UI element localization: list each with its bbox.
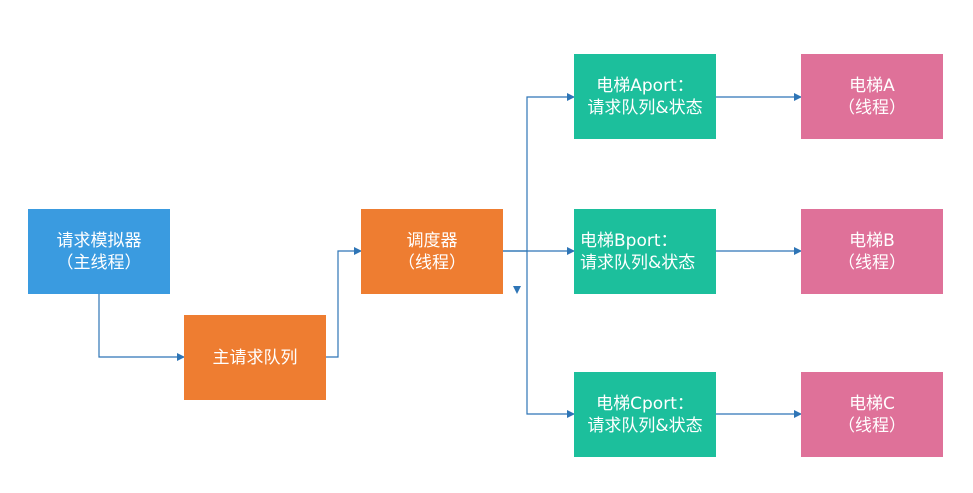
port-c-title: 电梯Cport： bbox=[596, 393, 694, 414]
port-b-subtitle: 请求队列&状态 bbox=[580, 252, 696, 273]
arrow-main-queue-to-scheduler bbox=[326, 247, 362, 358]
elevator-c-node: 电梯C （线程） bbox=[801, 372, 943, 457]
port-a-subtitle: 请求队列&状态 bbox=[587, 97, 703, 118]
port-c-node: 电梯Cport： 请求队列&状态 bbox=[574, 372, 716, 457]
simulator-subtitle: （主线程） bbox=[56, 252, 142, 273]
simulator-node: 请求模拟器 （主线程） bbox=[28, 209, 170, 294]
scheduler-subtitle: （线程） bbox=[398, 252, 466, 273]
scheduler-title: 调度器 bbox=[406, 230, 458, 251]
scheduler-node: 调度器 （线程） bbox=[361, 209, 503, 294]
main-queue-title: 主请求队列 bbox=[212, 347, 298, 368]
port-a-title: 电梯Aport： bbox=[596, 75, 694, 96]
arrow-scheduler-to-port-c bbox=[526, 251, 575, 418]
port-a-node: 电梯Aport： 请求队列&状态 bbox=[574, 54, 716, 139]
simulator-title: 请求模拟器 bbox=[56, 230, 142, 251]
elevator-a-node: 电梯A （线程） bbox=[801, 54, 943, 139]
elevator-a-subtitle: （线程） bbox=[838, 97, 906, 118]
arrow-scheduler-to-port-a bbox=[503, 93, 575, 252]
port-b-title: 电梯Bport： bbox=[580, 230, 678, 251]
elevator-b-title: 电梯B bbox=[849, 230, 895, 251]
port-c-subtitle: 请求队列&状态 bbox=[587, 415, 703, 436]
elevator-b-subtitle: （线程） bbox=[838, 252, 906, 273]
arrow-simulator-to-main-queue bbox=[98, 294, 185, 361]
elevator-b-node: 电梯B （线程） bbox=[801, 209, 943, 294]
elevator-a-title: 电梯A bbox=[849, 75, 895, 96]
elevator-c-subtitle: （线程） bbox=[838, 415, 906, 436]
stray-arrowhead bbox=[513, 286, 521, 294]
elevator-c-title: 电梯C bbox=[849, 393, 895, 414]
main-queue-node: 主请求队列 bbox=[184, 315, 326, 400]
port-b-node: 电梯Bport： 请求队列&状态 bbox=[574, 209, 716, 294]
